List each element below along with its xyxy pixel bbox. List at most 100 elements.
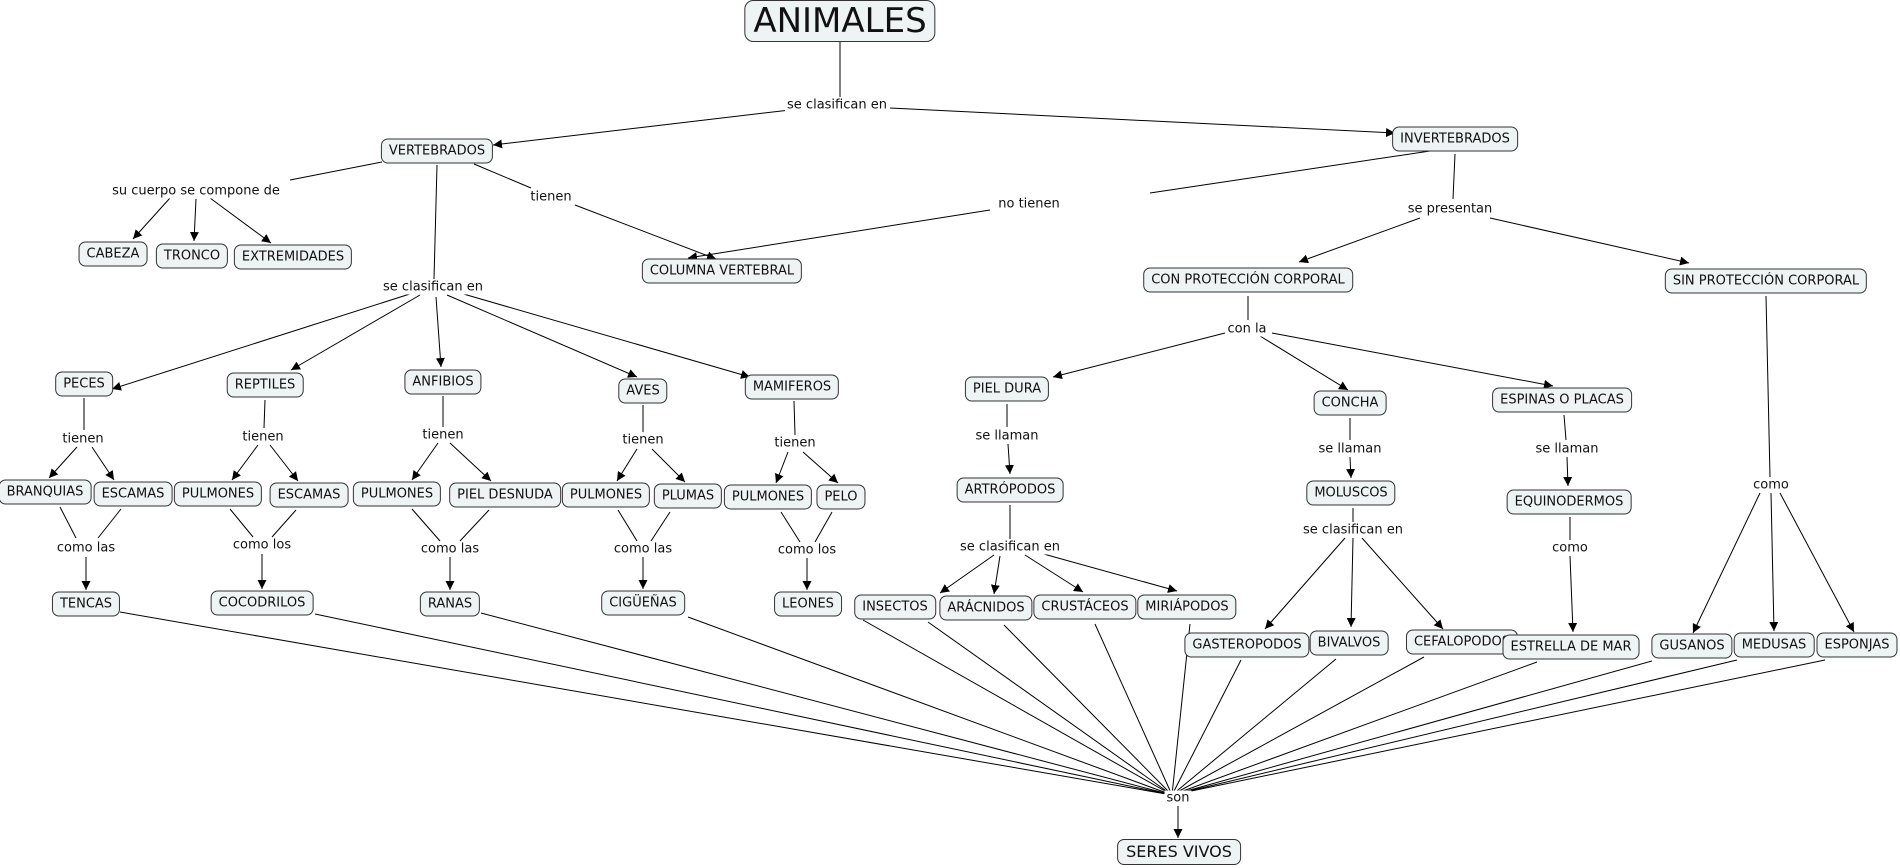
connector-line-son <box>927 621 1173 796</box>
link-se-clasifican-artropodos: se clasifican en <box>958 539 1062 555</box>
link-como-los-reptiles: como los <box>230 537 294 553</box>
concept-pulmones-anfibios[interactable]: PULMONES <box>352 481 442 507</box>
concept-estrella-de-mar[interactable]: ESTRELLA DE MAR <box>1502 634 1640 660</box>
connector-line <box>271 509 297 538</box>
connector-line-son <box>314 613 1173 796</box>
concept-gasteropodos[interactable]: GASTEROPODOS <box>1184 632 1310 658</box>
concept-escamas-peces[interactable]: ESCAMAS <box>93 481 173 507</box>
connector-line <box>459 292 751 379</box>
connector-line <box>449 442 492 482</box>
connector-line <box>814 511 833 543</box>
link-se-llaman-concha: se llaman <box>1316 441 1384 457</box>
concept-cabeza[interactable]: CABEZA <box>78 241 148 267</box>
concept-cocodrilos[interactable]: COCODRILOS <box>210 590 314 616</box>
connector-line <box>687 209 991 262</box>
concept-sin-proteccion[interactable]: SIN PROTECCIÓN CORPORAL <box>1664 268 1868 294</box>
concept-pulmones-aves[interactable]: PULMONES <box>561 482 651 508</box>
concept-piel-desnuda[interactable]: PIEL DESNUDA <box>449 482 561 508</box>
connector-line-son <box>1171 659 1826 796</box>
connector-line <box>775 451 789 484</box>
concept-miriapodos[interactable]: MIRIÁPODOS <box>1137 594 1237 620</box>
concept-mamiferos[interactable]: MAMIFEROS <box>744 374 840 400</box>
concept-vertebrados[interactable]: VERTEBRADOS <box>380 138 494 164</box>
concept-medusas[interactable]: MEDUSAS <box>1733 632 1815 658</box>
concept-plumas[interactable]: PLUMAS <box>653 483 723 509</box>
concept-con-proteccion[interactable]: CON PROTECCIÓN CORPORAL <box>1143 267 1353 293</box>
connector-line <box>616 448 638 482</box>
connector-line <box>263 399 266 429</box>
concept-aves[interactable]: AVES <box>618 378 668 404</box>
concept-animales[interactable]: ANIMALES <box>744 0 936 42</box>
concept-branquias[interactable]: BRANQUIAS <box>0 479 92 505</box>
link-como-los-mamiferos: como los <box>775 542 839 558</box>
concept-tencas[interactable]: TENCAS <box>51 591 121 617</box>
concept-espinas-placas[interactable]: ESPINAS O PLACAS <box>1492 387 1632 413</box>
concept-pulmones-mamiferos[interactable]: PULMONES <box>723 484 813 510</box>
connector-line <box>290 294 421 371</box>
concept-concha[interactable]: CONCHA <box>1313 390 1387 416</box>
connector-line-son <box>1171 656 1425 796</box>
connector-line <box>1769 492 1779 632</box>
link-tienen-peces: tienen <box>60 431 106 447</box>
link-se-llaman-piel-dura: se llaman <box>973 428 1041 444</box>
connector-line <box>1024 554 1084 593</box>
connector-line <box>1039 552 1178 593</box>
link-como-las-anfibios: como las <box>418 541 482 557</box>
concept-insectos[interactable]: INSECTOS <box>854 594 936 620</box>
concept-gusanos[interactable]: GUSANOS <box>1651 633 1733 659</box>
connector-line <box>91 446 115 481</box>
connector-line <box>939 554 995 594</box>
connector-line <box>574 204 717 260</box>
concept-ciguenas[interactable]: CIGÜEÑAS <box>601 590 685 616</box>
concept-ranas[interactable]: RANAS <box>419 591 481 617</box>
concept-moluscos[interactable]: MOLUSCOS <box>1306 480 1396 506</box>
connector-line <box>1452 153 1456 200</box>
connector-line <box>1298 217 1421 264</box>
concept-seres-vivos[interactable]: SERES VIVOS <box>1117 839 1241 865</box>
connector-line <box>231 444 259 481</box>
connector-line <box>1271 332 1554 389</box>
link-tienen-mamiferos: tienen <box>772 435 818 451</box>
connector-line <box>473 163 532 189</box>
concept-equinodermos[interactable]: EQUINODERMOS <box>1506 489 1632 515</box>
concept-invertebrados[interactable]: INVERTEBRADOS <box>1392 126 1518 152</box>
concept-reptiles[interactable]: REPTILES <box>226 372 304 398</box>
connector-line <box>1692 492 1761 634</box>
concept-aracnidos[interactable]: ARÁCNIDOS <box>939 595 1033 621</box>
connector-line <box>1004 443 1014 475</box>
connector-line <box>617 509 638 542</box>
concept-pulmones-reptiles[interactable]: PULMONES <box>173 481 263 507</box>
link-como-sin-proteccion: como <box>1751 477 1791 493</box>
link-tienen-aves: tienen <box>620 432 666 448</box>
concept-tronco[interactable]: TRONCO <box>155 243 229 269</box>
connector-line <box>435 296 445 368</box>
concept-pelo[interactable]: PELO <box>816 484 866 510</box>
link-son: son <box>1164 790 1192 806</box>
link-con-la: con la <box>1225 321 1269 337</box>
connector-line-son <box>480 612 1173 796</box>
connector-line <box>1259 335 1349 391</box>
concept-esponjas[interactable]: ESPONJAS <box>1816 632 1898 658</box>
connector-line <box>269 444 299 482</box>
connector-line <box>1563 414 1567 441</box>
concept-escamas-reptiles[interactable]: ESCAMAS <box>269 482 349 508</box>
concept-columna-vertebral[interactable]: COLUMNA VERTEBRAL <box>641 258 803 284</box>
connector-line <box>802 451 839 484</box>
link-como-las-peces: como las <box>54 540 118 556</box>
concept-cefalopodos[interactable]: CEFALOPODOS <box>1405 629 1519 655</box>
concept-anfibios[interactable]: ANFIBIOS <box>404 369 482 395</box>
concept-bivalvos[interactable]: BIVALVOS <box>1309 630 1389 656</box>
connector-line <box>492 109 791 149</box>
concept-artropodos[interactable]: ARTRÓPODOS <box>956 477 1064 503</box>
connector-line <box>48 446 78 479</box>
concept-extremidades[interactable]: EXTREMIDADES <box>233 244 353 270</box>
concept-leones[interactable]: LEONES <box>774 591 842 617</box>
connector-line-son <box>119 611 1173 796</box>
connector-line-son <box>1171 660 1653 796</box>
concept-piel-dura[interactable]: PIEL DURA <box>964 376 1050 402</box>
connector-line-son <box>1171 658 1337 796</box>
concept-peces[interactable]: PECES <box>55 371 113 397</box>
concept-crustaceos[interactable]: CRUSTÁCEOS <box>1033 594 1137 620</box>
connector-line <box>1149 150 1431 194</box>
link-tienen-reptiles: tienen <box>240 429 286 445</box>
